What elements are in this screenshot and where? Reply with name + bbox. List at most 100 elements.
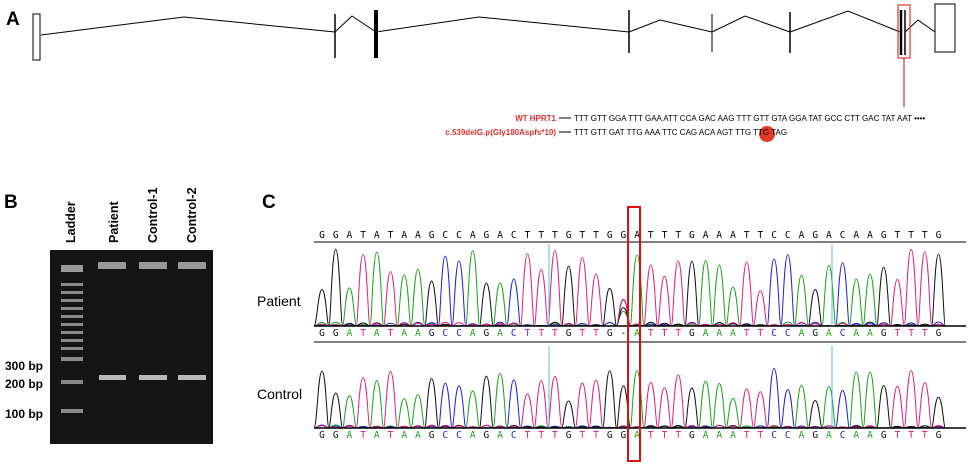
base-call: G: [812, 430, 818, 441]
base-call: A: [730, 430, 736, 441]
base-call: C: [442, 328, 448, 339]
base-call: G: [881, 430, 887, 441]
base-call: A: [401, 230, 407, 241]
base-call: C: [511, 328, 517, 339]
base-call: T: [662, 430, 668, 441]
gel-well: [139, 262, 167, 269]
base-call: A: [470, 230, 476, 241]
base-call: A: [867, 430, 873, 441]
intron-line: [375, 16, 630, 33]
base-call: A: [799, 328, 805, 339]
ladder-band: [61, 283, 83, 286]
base-call: T: [908, 430, 914, 441]
wt-sequence: TTT GTT GGA TTT GAA ATT CCA GAC AAG TTT …: [574, 114, 925, 123]
base-call: G: [484, 230, 490, 241]
base-call: A: [826, 430, 832, 441]
trace-A: [313, 250, 946, 327]
row-label-patient: Patient: [257, 293, 301, 309]
gene-structure-diagram: [32, 3, 956, 107]
control-chromatogram: [313, 367, 946, 429]
base-call: T: [744, 328, 750, 339]
base-call: A: [415, 328, 421, 339]
mutant-sequence: TTT GTT GAT TTG AAA TTC CAG ACA AGT TTG …: [574, 128, 787, 137]
marker-label: 100 bp: [5, 407, 43, 421]
intron-line: [789, 10, 901, 33]
ladder-band: [61, 307, 83, 310]
gel-lane-labels: Ladder Patient Control-1 Control-2: [64, 187, 199, 243]
base-call: T: [895, 430, 901, 441]
base-call: G: [319, 328, 325, 339]
base-call: A: [716, 230, 722, 241]
base-call: A: [347, 430, 353, 441]
base-call: T: [758, 430, 764, 441]
base-call: A: [415, 430, 421, 441]
exon-9: [934, 3, 956, 53]
base-call: T: [360, 328, 366, 339]
base-call: G: [812, 328, 818, 339]
base-call: G: [429, 328, 435, 339]
lane-label: Ladder: [64, 201, 78, 243]
base-call: T: [525, 328, 531, 339]
base-call: T: [538, 430, 544, 441]
base-call: T: [648, 328, 654, 339]
base-call: A: [401, 328, 407, 339]
base-call: T: [593, 430, 599, 441]
base-call: A: [730, 328, 736, 339]
base-call: G: [429, 430, 435, 441]
base-call: T: [922, 230, 928, 241]
base-call: C: [840, 430, 846, 441]
base-call: C: [456, 230, 462, 241]
base-call: T: [552, 430, 558, 441]
base-call: C: [511, 430, 517, 441]
intron-line: [904, 19, 936, 33]
base-call: A: [470, 430, 476, 441]
panel-b-letter: B: [4, 192, 18, 213]
base-call: T: [538, 230, 544, 241]
intron-line: [628, 19, 713, 33]
base-call: T: [675, 328, 681, 339]
base-call: -: [621, 328, 627, 339]
base-call: A: [853, 430, 859, 441]
lane-label: Control-2: [185, 187, 199, 243]
patient-band: [99, 375, 126, 380]
deletion-highlight-box: [627, 206, 641, 462]
base-call: C: [840, 328, 846, 339]
base-call: A: [703, 328, 709, 339]
base-call: T: [922, 328, 928, 339]
base-call: G: [689, 328, 695, 339]
base-call: G: [936, 328, 942, 339]
base-call: T: [579, 430, 585, 441]
base-call: C: [442, 430, 448, 441]
base-call: G: [881, 328, 887, 339]
ladder-band: [61, 339, 83, 342]
control-2-band: [178, 375, 206, 380]
base-call: T: [538, 328, 544, 339]
ladder-band: [61, 347, 83, 350]
base-call: T: [758, 230, 764, 241]
base-call: C: [785, 430, 791, 441]
marker-label: 300 bp: [5, 359, 43, 373]
base-call: C: [511, 230, 517, 241]
base-call: A: [634, 328, 640, 339]
base-call: G: [621, 230, 627, 241]
base-call: A: [470, 328, 476, 339]
base-call: A: [730, 230, 736, 241]
base-call: A: [497, 230, 503, 241]
base-call: A: [867, 328, 873, 339]
base-call: T: [552, 328, 558, 339]
ladder-band-100: [61, 409, 83, 413]
base-call: C: [771, 430, 777, 441]
base-call: A: [703, 430, 709, 441]
base-call: T: [675, 230, 681, 241]
marker-label: 200 bp: [5, 377, 43, 391]
ladder-band: [61, 323, 83, 326]
base-call: A: [347, 328, 353, 339]
base-call: T: [648, 230, 654, 241]
base-call: A: [853, 230, 859, 241]
base-call: G: [484, 328, 490, 339]
base-call: A: [634, 230, 640, 241]
base-call: T: [758, 328, 764, 339]
base-call: T: [360, 230, 366, 241]
